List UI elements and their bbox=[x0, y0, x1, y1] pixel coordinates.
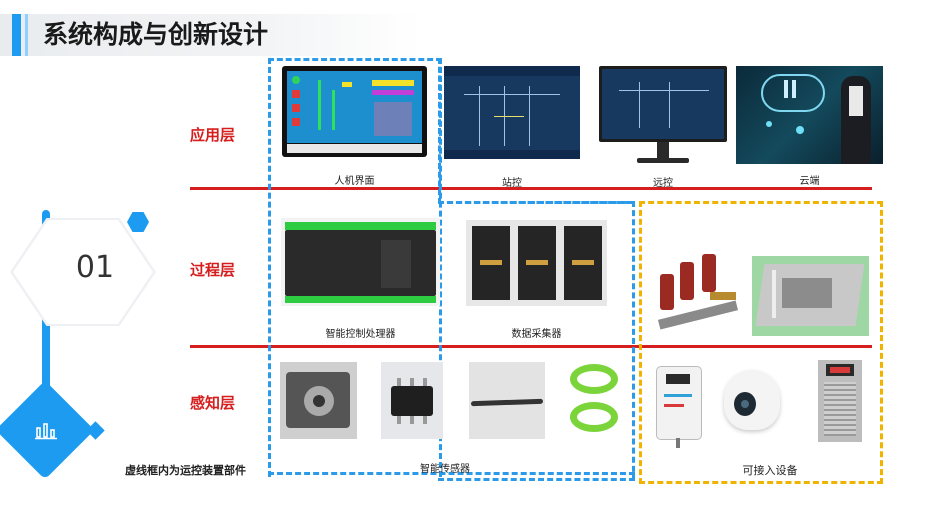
dashed-region-top-edge bbox=[438, 201, 632, 204]
layer-label-perception: 感知层 bbox=[190, 394, 236, 412]
dashed-region-bottom-edge bbox=[268, 472, 635, 475]
mechanical-sensor-image bbox=[280, 362, 357, 439]
dashed-region-hmi-link bbox=[438, 58, 441, 204]
caption-smart-controller: 智能控制处理器 bbox=[325, 329, 396, 340]
cloud-image bbox=[736, 66, 883, 164]
chip-sensor-image bbox=[381, 362, 443, 439]
section-number: 01 bbox=[75, 250, 115, 285]
remote-control-monitor-image bbox=[599, 66, 727, 164]
decor-small-hexagon bbox=[127, 212, 149, 232]
control-box-image bbox=[652, 364, 704, 450]
caption-smart-sensor: 智能传感器 bbox=[420, 464, 470, 475]
camera-image bbox=[718, 362, 786, 440]
mechanism-device-image bbox=[752, 256, 869, 336]
caption-accessible-devices: 可接入设备 bbox=[742, 464, 798, 477]
layer-label-application: 应用层 bbox=[190, 126, 236, 144]
dashed-region-accessible-devices bbox=[639, 201, 883, 484]
layer-divider-2 bbox=[190, 345, 872, 348]
title-accent-bar bbox=[12, 14, 21, 56]
layer-divider-1 bbox=[190, 187, 872, 190]
layer-label-process: 过程层 bbox=[190, 261, 236, 279]
smart-controller-image bbox=[281, 218, 440, 306]
caption-station-control: 站控 bbox=[502, 178, 522, 189]
bar-chart-icon bbox=[35, 423, 57, 440]
data-collector-image bbox=[466, 220, 607, 306]
dehumidifier-image bbox=[818, 360, 862, 442]
caption-remote-control: 远控 bbox=[653, 178, 673, 189]
caption-data-collector: 数据采集器 bbox=[511, 329, 562, 340]
dashed-region-hmi-column bbox=[268, 58, 442, 477]
caption-cloud: 云端 bbox=[799, 176, 820, 187]
dashed-box-note: 虚线框内为运控装置部件 bbox=[125, 464, 246, 477]
ring-sensor-image bbox=[566, 360, 624, 440]
hmi-screen-image bbox=[282, 66, 427, 157]
switch-device-image bbox=[650, 252, 745, 334]
title-accent-thin bbox=[25, 14, 28, 56]
cable-sensor-image bbox=[469, 362, 545, 439]
page-title: 系统构成与创新设计 bbox=[43, 20, 269, 49]
title-bar bbox=[0, 14, 420, 56]
caption-hmi: 人机界面 bbox=[334, 176, 375, 187]
station-control-screen-image bbox=[444, 66, 580, 159]
